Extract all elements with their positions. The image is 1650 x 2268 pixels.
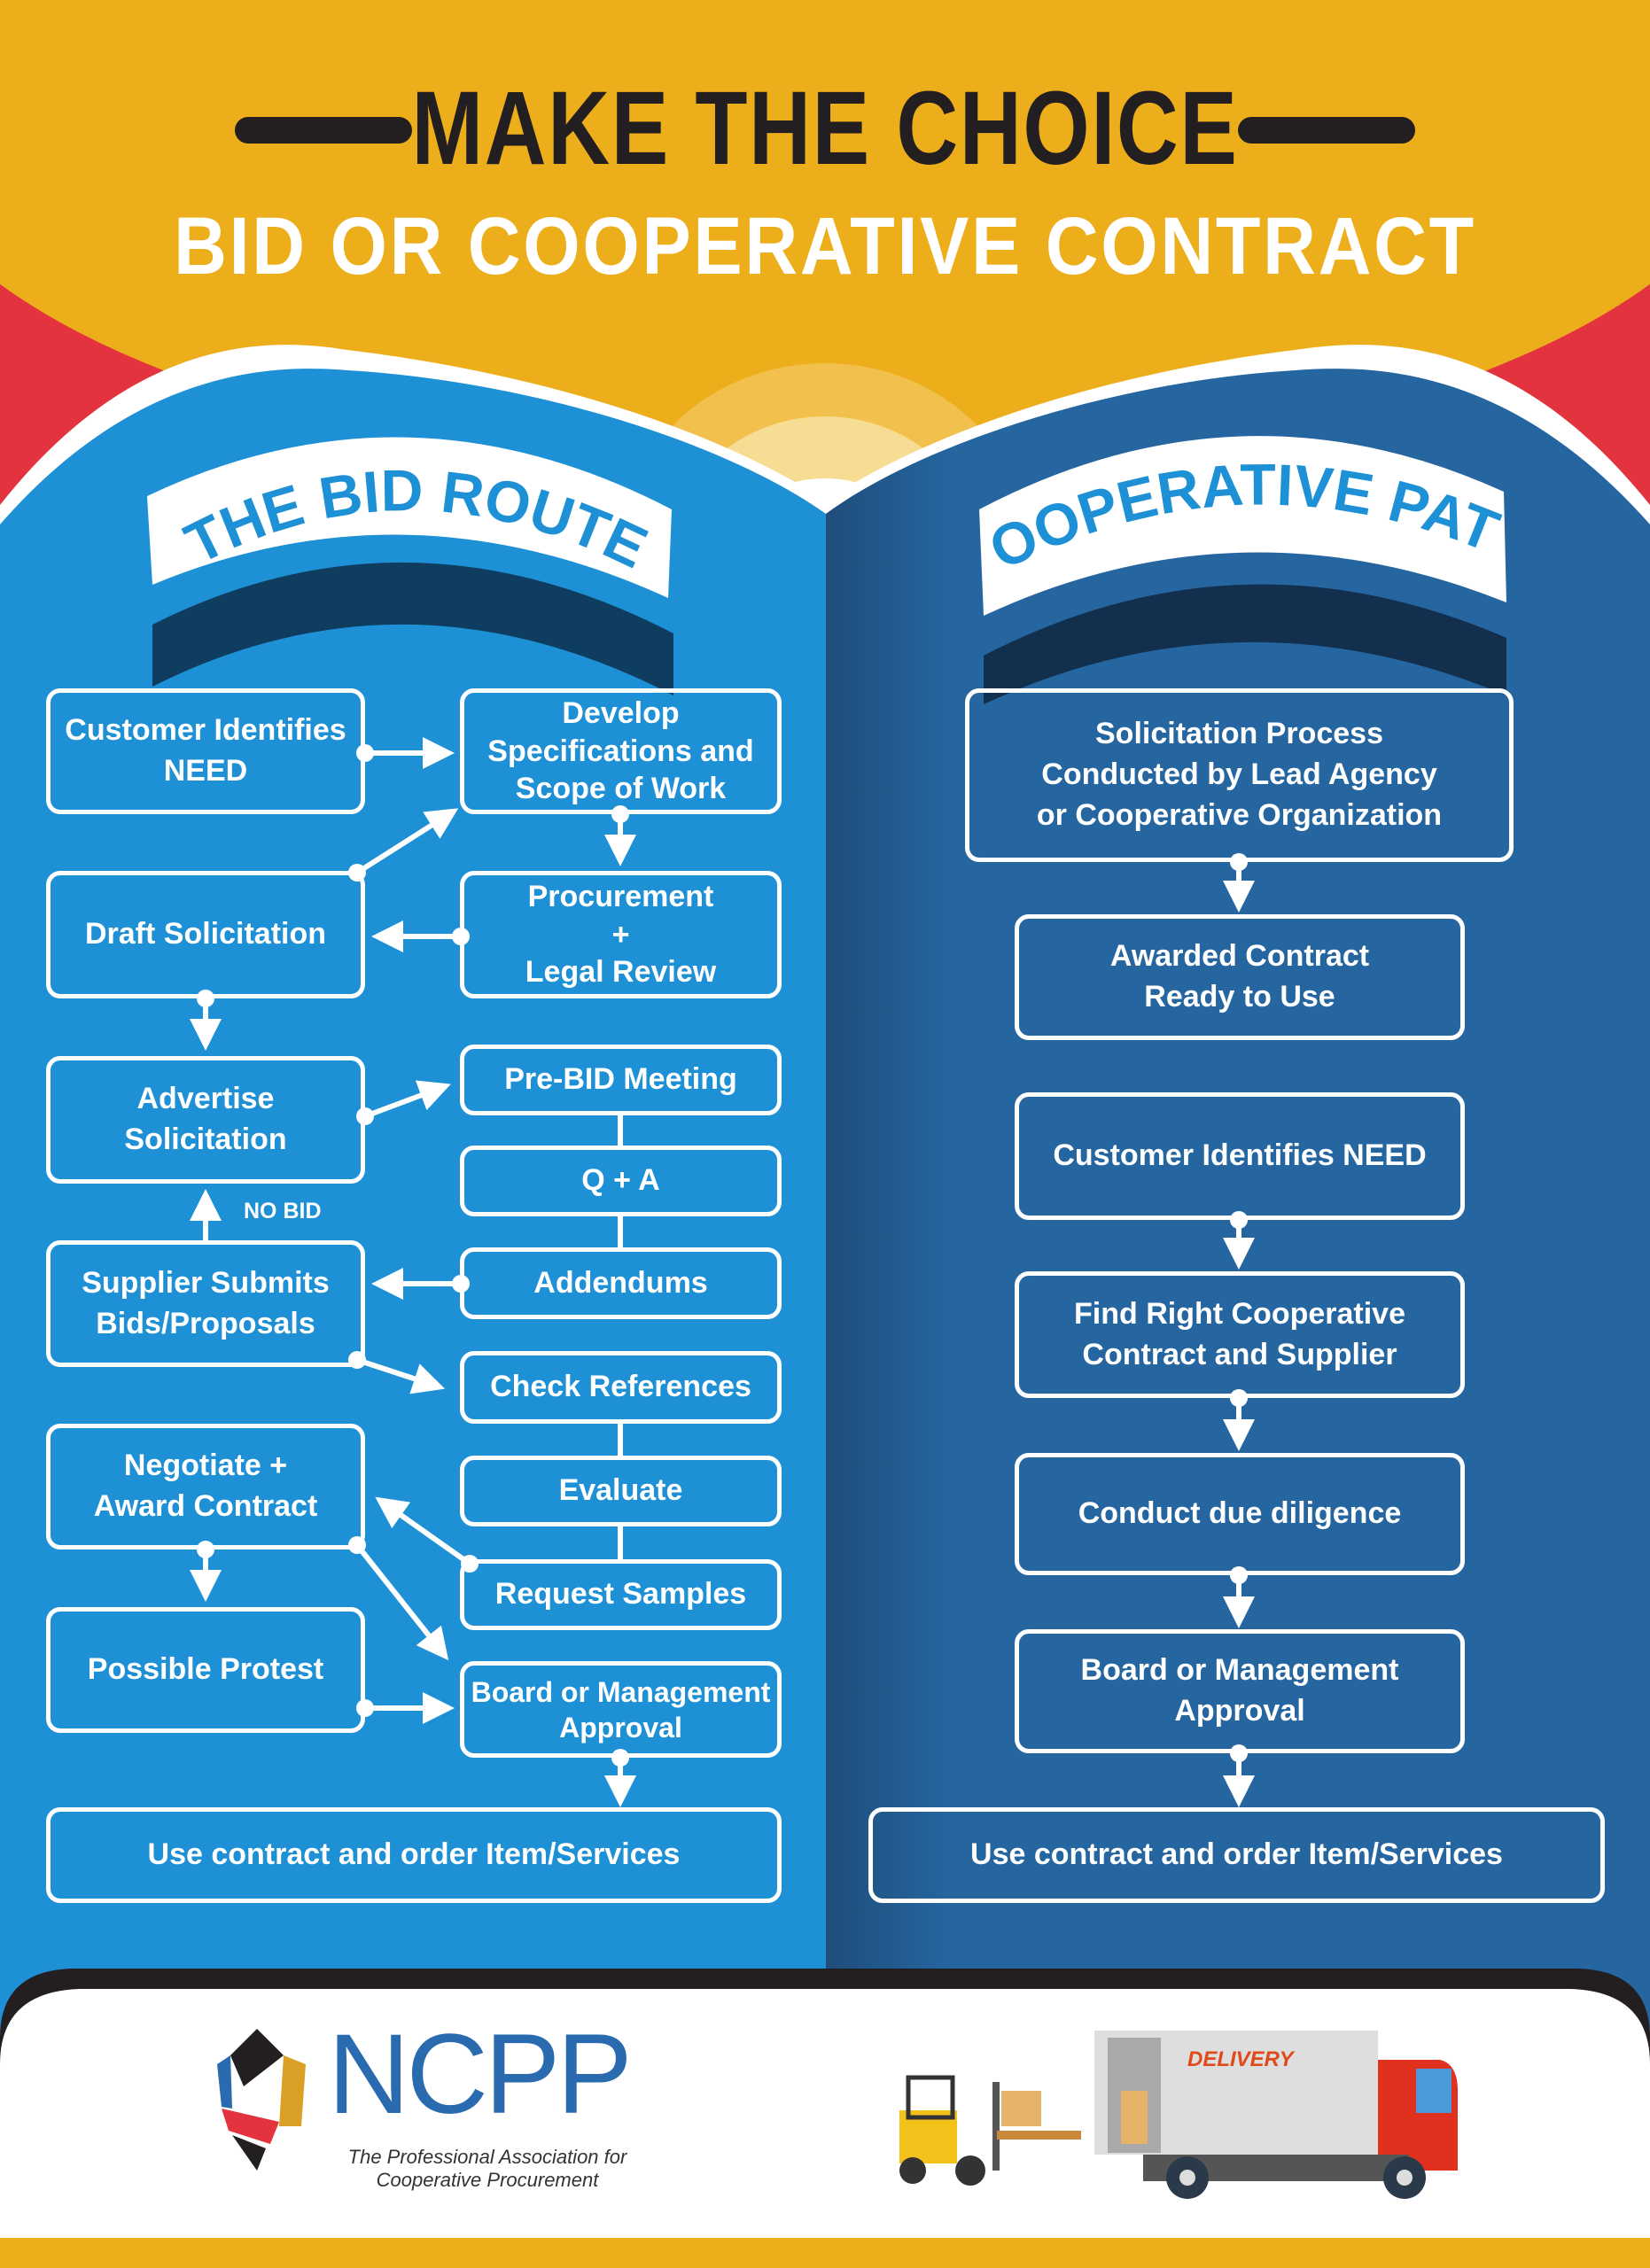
page-subtitle: BID OR COOPERATIVE CONTRACT — [174, 201, 1476, 291]
coop-step-use-contract: Use contract and order Item/Services — [868, 1807, 1605, 1903]
bid-step-pre-bid: Pre-BID Meeting — [460, 1045, 782, 1115]
page-title: MAKE THE CHOICE — [411, 70, 1239, 187]
ncpp-logo-text: NCPP — [328, 2011, 633, 2138]
ncpp-tagline: The Professional Association for Coopera… — [347, 2146, 627, 2192]
bid-route-banner — [147, 437, 672, 598]
coop-step-awarded-contract: Awarded Contract Ready to Use — [1015, 914, 1465, 1040]
bid-step-check-references: Check References — [460, 1351, 782, 1424]
bid-step-procurement-legal: Procurement + Legal Review — [460, 871, 782, 998]
bid-step-advertise: Advertise Solicitation — [46, 1056, 365, 1184]
bid-step-request-samples: Request Samples — [460, 1559, 782, 1630]
bid-step-possible-protest: Possible Protest — [46, 1607, 365, 1733]
cooperative-panel — [826, 369, 1650, 2039]
no-bid-label: NO BID — [244, 1199, 322, 1223]
title-bar-left — [235, 117, 412, 144]
coop-step-find-contract: Find Right Cooperative Contract and Supp… — [1015, 1271, 1465, 1398]
bid-step-qa: Q + A — [460, 1146, 782, 1216]
cooperative-path-banner — [979, 436, 1506, 616]
bid-step-evaluate: Evaluate — [460, 1456, 782, 1526]
ncpp-shield-icon — [217, 2029, 306, 2171]
bid-panel — [0, 369, 826, 2038]
bid-step-customer-need: Customer Identifies NEED — [46, 688, 365, 814]
title-bar-right — [1238, 117, 1415, 144]
bid-step-addendums: Addendums — [460, 1247, 782, 1319]
delivery-truck-illustration: DELIVERY — [899, 2031, 1458, 2199]
bid-step-use-contract: Use contract and order Item/Services — [46, 1807, 782, 1903]
truck-label: DELIVERY — [1187, 2047, 1296, 2071]
bid-step-supplier-submits: Supplier Submits Bids/Proposals — [46, 1240, 365, 1367]
